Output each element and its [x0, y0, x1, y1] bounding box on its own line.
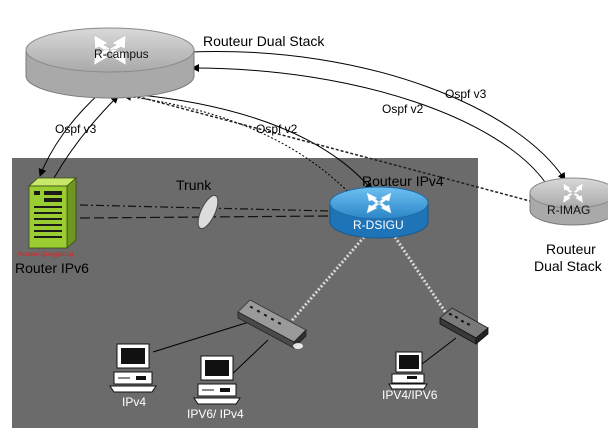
router-imag[interactable]: R-IMAG: [529, 177, 608, 226]
ospf-v2-link-center-a: [129, 93, 373, 191]
ospf-v2-link-right: [191, 64, 546, 183]
ospf-v3-right-label: Ospf v3: [445, 87, 487, 101]
router-dsigu-caption: Routeur IPv4: [362, 173, 444, 189]
pc-ipv4-ipv6-label: IPV4/IPV6: [382, 388, 438, 402]
router-ipv6-caption: Router IPv6: [15, 260, 89, 276]
pc-ipv6-ipv4-label: IPV6/ IPv4: [187, 407, 244, 421]
router-dsigu-label: R-DSIGU: [353, 218, 404, 232]
ospf-v3-left-label: Ospf v3: [55, 122, 97, 136]
router-arrows-icon: [366, 192, 392, 214]
router-arrows-icon: [562, 182, 584, 204]
router-ipv6-server[interactable]: Routeur QuaggaDoq: [18, 177, 78, 258]
trunk-marker: [197, 194, 219, 230]
pc-ipv4[interactable]: [109, 343, 157, 393]
switch1-pc1-link: [152, 321, 250, 353]
ospf-v3-link-left-b: [53, 95, 119, 179]
server-drive-bays-icon: [34, 191, 62, 238]
server-device-label: Routeur QuaggaDoq: [18, 252, 73, 258]
switch-ports-icon: [448, 312, 471, 326]
pc-ipv4-label: IPv4: [122, 395, 146, 409]
switch1-pc2-link: [227, 339, 269, 379]
switch-1[interactable]: [237, 299, 307, 349]
ospf-v3-link-right: [189, 50, 566, 181]
router-campus[interactable]: R-campus: [25, 27, 195, 99]
switch-ports-icon: [249, 305, 282, 325]
ospf-v2-right-label: Ospf v2: [382, 102, 424, 116]
router-arrows-icon: [93, 34, 127, 66]
pc-ipv6-ipv4[interactable]: [193, 355, 241, 405]
pc-ipv4-ipv6[interactable]: [388, 351, 428, 390]
router-campus-caption: Routeur Dual Stack: [203, 33, 325, 49]
router-dsigu[interactable]: R-DSIGU: [329, 186, 429, 239]
router-imag-label: R-IMAG: [547, 203, 590, 217]
router-imag-caption-1: Routeur: [546, 241, 596, 257]
switch2-pc3-link: [421, 337, 457, 365]
dsigu-switch1-link: [280, 236, 366, 333]
switch-2[interactable]: [439, 307, 489, 345]
campus-imag-dashed-link: [127, 93, 546, 206]
router-campus-label: R-campus: [94, 47, 149, 61]
router-imag-caption-2: Dual Stack: [534, 258, 603, 274]
trunk-link-a: [79, 204, 331, 212]
trunk-label: Trunk: [176, 177, 212, 193]
dsigu-switch2-link: [393, 236, 454, 323]
ospf-v2-center-label: Ospf v2: [256, 122, 298, 136]
ospf-v3-link-left-a: [38, 92, 101, 177]
